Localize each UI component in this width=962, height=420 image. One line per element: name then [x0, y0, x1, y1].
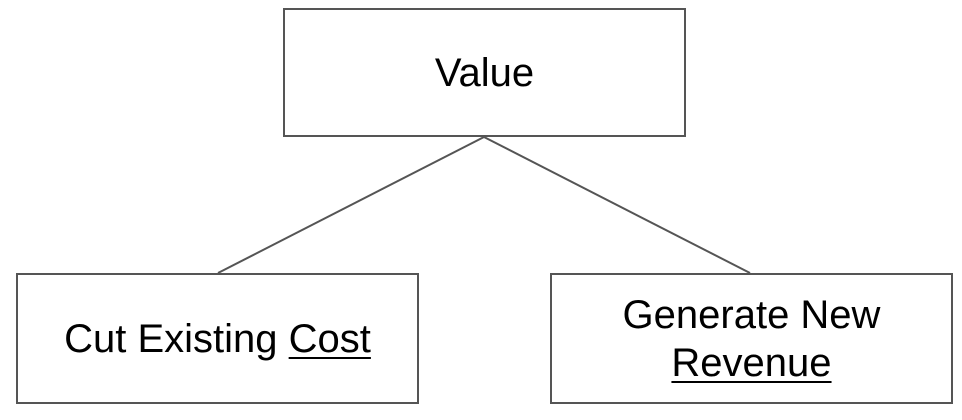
cut-cost-prefix: Cut Existing: [64, 316, 289, 361]
connector-root-to-revenue: [483, 136, 751, 274]
child-node-cut-existing-cost: Cut Existing Cost: [16, 273, 419, 404]
root-node-label: Value: [434, 50, 535, 95]
cut-cost-emphasis: Cost: [288, 316, 371, 361]
cut-cost-label: Cut Existing Cost: [64, 315, 371, 363]
new-revenue-line1: Generate New: [622, 292, 881, 337]
root-node-value: Value: [283, 8, 686, 137]
child-node-generate-new-revenue: Generate New Revenue: [550, 273, 953, 404]
connector-root-to-cost: [217, 136, 485, 274]
new-revenue-emphasis: Revenue: [671, 340, 832, 385]
new-revenue-label: Generate New Revenue: [623, 291, 881, 387]
